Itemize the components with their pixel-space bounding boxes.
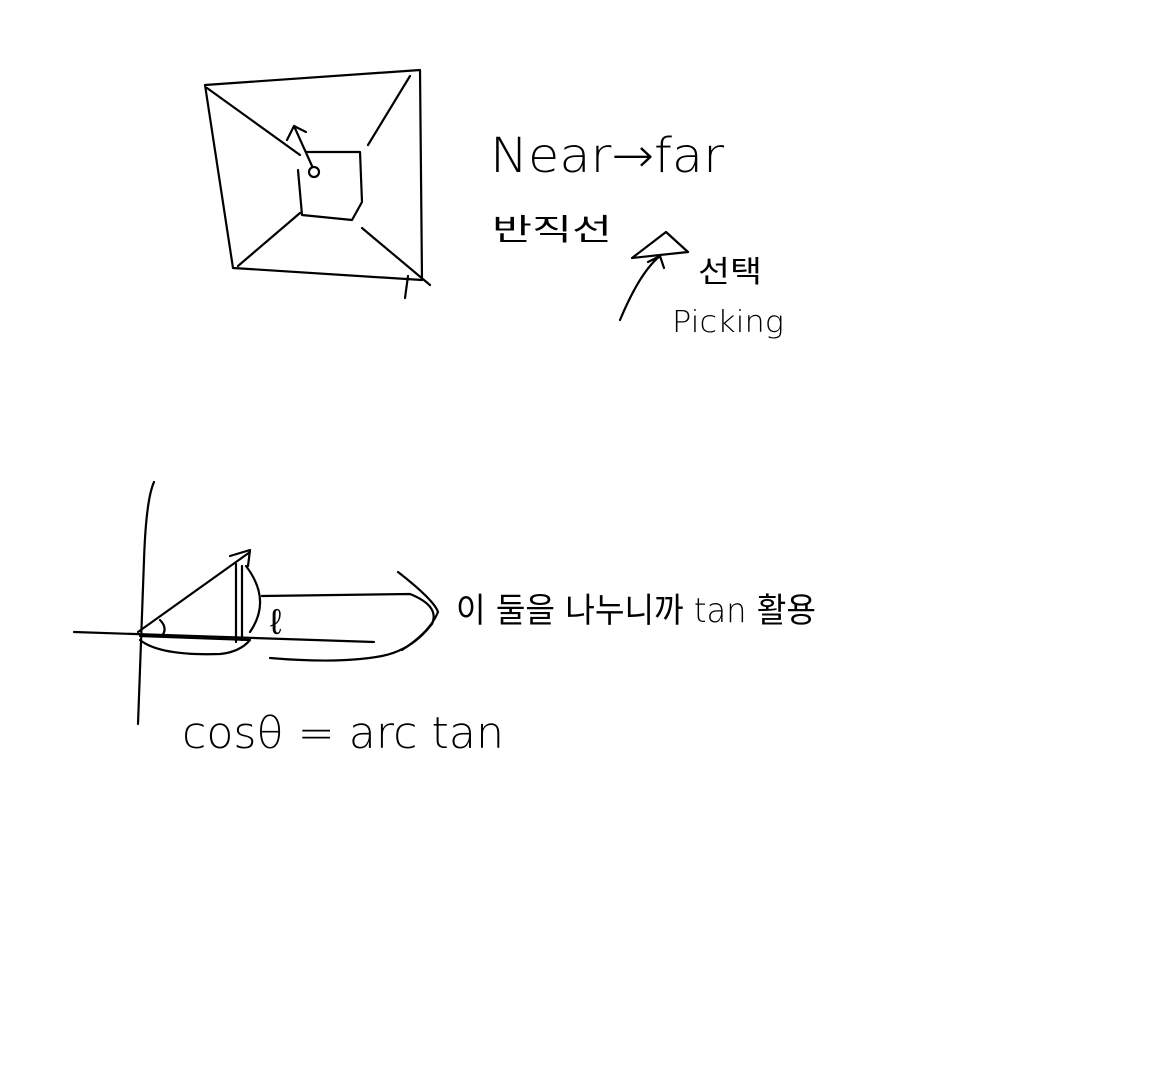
note-near-far: Near→far: [490, 128, 724, 184]
pick-point: [307, 165, 321, 179]
vector-arrow: [136, 548, 252, 634]
underbrace-stroke: [138, 638, 252, 656]
hypotenuse-hint: [138, 634, 252, 642]
frustum-inner-frame: [296, 150, 364, 222]
frustum-edge-top-left: [205, 86, 302, 157]
vector-sketch: [72, 480, 440, 726]
length-arc: [244, 564, 262, 634]
ellipse-grouping: [260, 592, 435, 662]
selection-triangle: [618, 230, 690, 322]
frustum-outer-frame: [203, 68, 424, 282]
pick-ray-arrow: [285, 124, 314, 168]
triangle-icon: [630, 230, 690, 260]
frustum-sketch: [203, 68, 432, 300]
angle-arc: [158, 618, 166, 638]
frustum-edge-top-right: [366, 74, 412, 147]
frustum-corner-tick: [403, 274, 410, 300]
note-select: 선택: [698, 255, 762, 290]
y-axis: [136, 480, 156, 726]
note-tan-explanation: 이 둘을 나누니까 tan 활용: [456, 591, 816, 631]
ellipse-pointer: [396, 570, 440, 652]
note-picking: Picking: [672, 305, 784, 340]
selection-arrow: [618, 254, 666, 322]
note-ray: 반직선: [492, 213, 612, 248]
x-axis: [72, 630, 376, 644]
frustum-edge-bottom-right: [360, 226, 432, 287]
symbol-length: ℓ: [270, 602, 282, 643]
frustum-edge-bottom-left: [236, 211, 302, 268]
note-formula: cosθ = arc tan: [182, 708, 504, 759]
